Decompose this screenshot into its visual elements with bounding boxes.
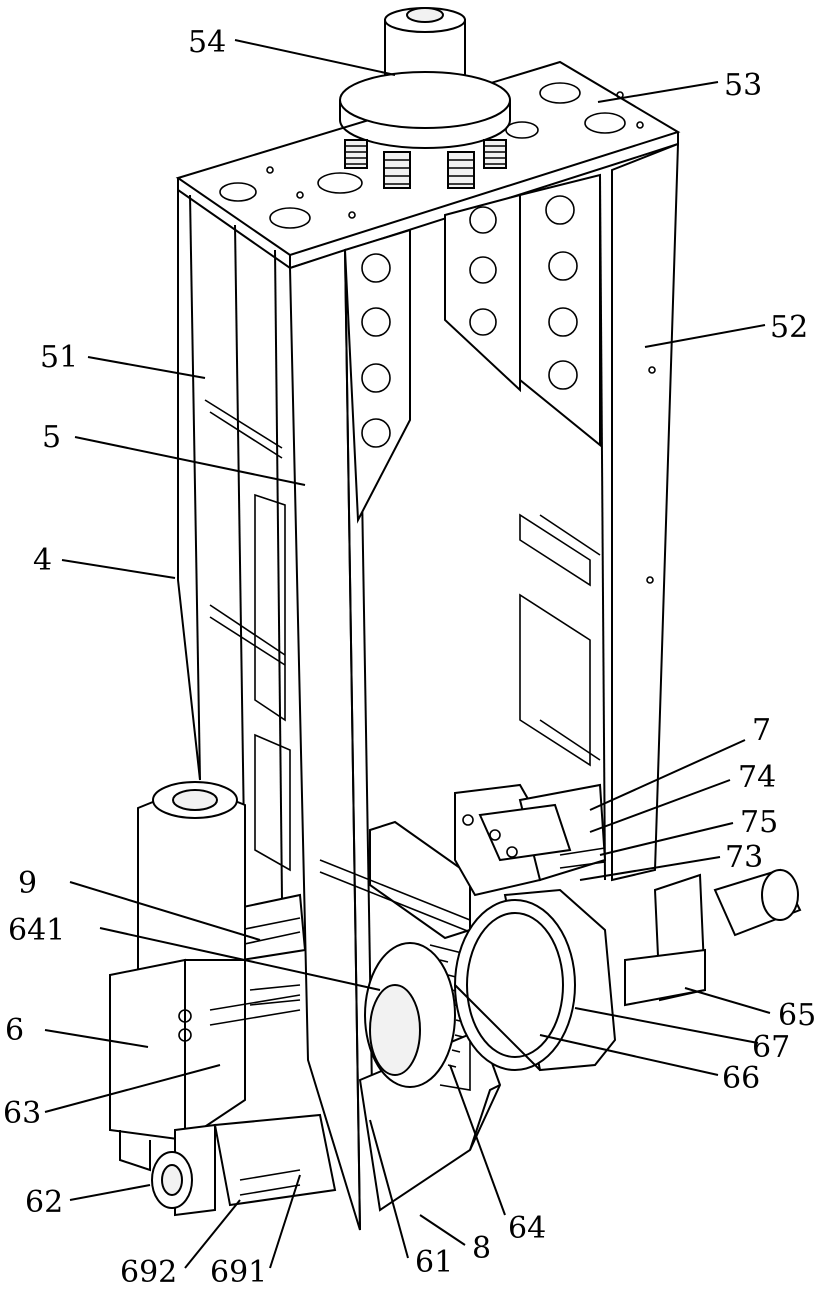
leader-641 bbox=[99, 927, 381, 991]
leader-75 bbox=[599, 822, 734, 856]
label-691: 691 bbox=[210, 1255, 267, 1290]
label-53: 53 bbox=[724, 68, 762, 103]
top-spring-mount bbox=[339, 7, 511, 189]
label-692: 692 bbox=[120, 1255, 177, 1290]
reference-labels: 54 53 51 52 5 4 7 74 75 73 9 641 65 6 67… bbox=[3, 25, 816, 1290]
leader-66 bbox=[539, 1034, 719, 1076]
leader-62 bbox=[69, 1184, 151, 1201]
spring-group bbox=[344, 139, 507, 189]
leader-4 bbox=[61, 559, 176, 579]
label-66: 66 bbox=[722, 1061, 760, 1096]
frame-structure bbox=[175, 60, 681, 1231]
ring-housing bbox=[454, 888, 617, 1072]
leader-8 bbox=[419, 1214, 466, 1246]
leader-51 bbox=[87, 356, 206, 379]
label-63: 63 bbox=[3, 1096, 41, 1131]
leader-73 bbox=[579, 856, 721, 881]
label-51: 51 bbox=[40, 340, 78, 375]
label-54: 54 bbox=[188, 25, 226, 60]
label-75: 75 bbox=[740, 805, 778, 840]
label-5: 5 bbox=[42, 420, 61, 455]
label-73: 73 bbox=[725, 840, 763, 875]
leader-53 bbox=[597, 81, 719, 103]
label-62: 62 bbox=[25, 1185, 63, 1220]
leader-65 bbox=[684, 987, 771, 1014]
leader-52 bbox=[644, 324, 766, 348]
label-6: 6 bbox=[5, 1013, 24, 1048]
leader-5 bbox=[74, 436, 306, 486]
label-641: 641 bbox=[8, 913, 65, 948]
leader-692 bbox=[184, 1199, 241, 1269]
leader-64 bbox=[449, 1064, 506, 1216]
label-61: 61 bbox=[415, 1245, 453, 1280]
leader-74 bbox=[589, 779, 731, 833]
leader-67 bbox=[574, 1007, 759, 1044]
label-74: 74 bbox=[738, 760, 776, 795]
left-motor-assembly bbox=[109, 781, 337, 1217]
label-8: 8 bbox=[472, 1231, 491, 1266]
label-4: 4 bbox=[33, 543, 52, 578]
leader-lines bbox=[44, 39, 771, 1269]
label-64: 64 bbox=[508, 1211, 546, 1246]
label-7: 7 bbox=[752, 713, 771, 748]
label-67: 67 bbox=[752, 1030, 790, 1065]
leader-63 bbox=[44, 1064, 221, 1113]
leader-6 bbox=[44, 1029, 149, 1048]
leader-7 bbox=[589, 739, 746, 811]
right-guide-block bbox=[454, 783, 607, 897]
right-motor-assembly bbox=[624, 868, 802, 1007]
leader-691 bbox=[269, 1174, 301, 1269]
label-52: 52 bbox=[770, 310, 808, 345]
gear-and-bracket bbox=[319, 820, 502, 1212]
leader-9 bbox=[69, 881, 261, 941]
label-9: 9 bbox=[18, 866, 37, 901]
label-65: 65 bbox=[778, 998, 816, 1033]
leader-54 bbox=[234, 39, 396, 76]
leader-61 bbox=[369, 1119, 409, 1259]
